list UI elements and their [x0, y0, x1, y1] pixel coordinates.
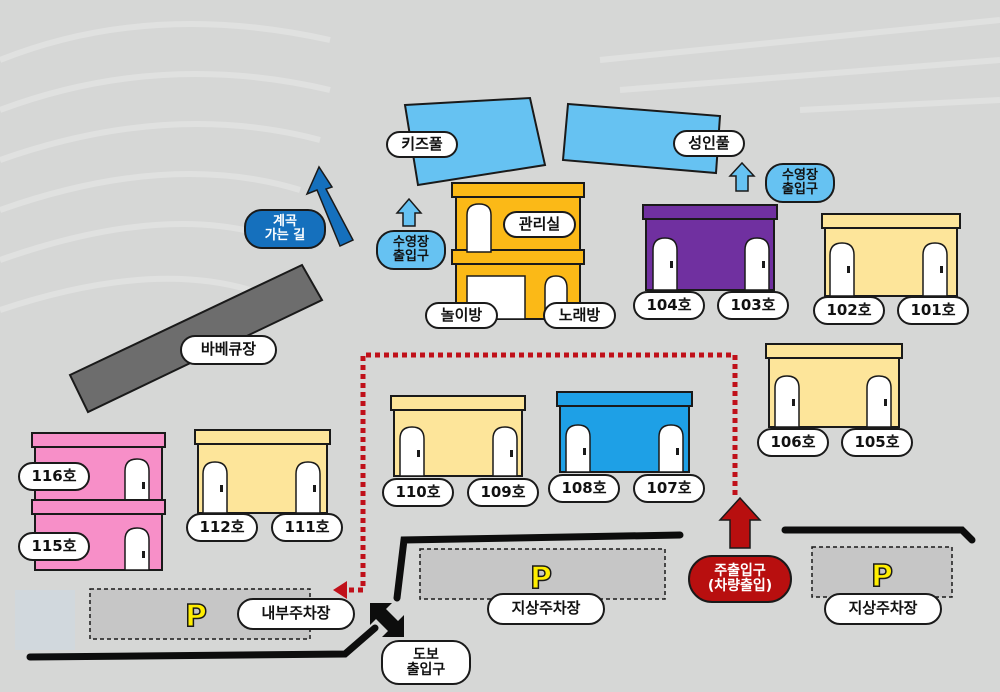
adult-pool-label: 성인풀	[673, 130, 745, 157]
main-entrance-label: 주출입구 (차량출입)	[688, 555, 792, 603]
valley-path-arrow-icon	[305, 165, 355, 248]
room-label: 104호	[633, 291, 705, 320]
room-building	[642, 204, 778, 291]
building-roof	[390, 395, 526, 411]
door-icon	[295, 461, 321, 514]
ground-parking-label: 지상주차장	[487, 593, 605, 625]
door-icon	[744, 237, 770, 291]
ground-parking-label: 지상주차장	[824, 593, 942, 625]
door-handle-icon	[417, 450, 420, 457]
building-roof	[821, 213, 961, 229]
room-label: 110호	[382, 478, 454, 507]
kids-pool-label: 키즈풀	[386, 131, 458, 158]
door-handle-icon	[142, 551, 145, 558]
room-label: 106호	[757, 428, 829, 457]
door-icon	[774, 375, 800, 428]
office-label: 관리실	[503, 211, 576, 238]
room-label: 103호	[717, 291, 789, 320]
door-handle-icon	[313, 485, 316, 492]
bbq-label: 바베큐장	[180, 335, 277, 365]
room-label: 112호	[186, 513, 258, 542]
room-label: 105호	[841, 428, 913, 457]
door-icon	[202, 461, 228, 514]
background-patch	[15, 590, 75, 650]
playroom-label: 놀이방	[425, 302, 498, 329]
inner-parking-label: 내부주차장	[237, 598, 355, 630]
building-roof	[31, 432, 166, 448]
door-icon	[124, 527, 150, 571]
room-label: 115호	[18, 532, 90, 561]
door-icon	[866, 375, 892, 428]
building-roof	[194, 429, 331, 445]
parking-p-icon: P	[185, 599, 207, 634]
room-label: 116호	[18, 462, 90, 491]
door-icon	[829, 242, 855, 297]
room-building	[194, 429, 331, 514]
pool-entrance-arrow-icon	[728, 161, 756, 192]
door-handle-icon	[940, 266, 943, 273]
room-building	[390, 395, 526, 477]
room-label: 102호	[813, 296, 885, 325]
door-handle-icon	[220, 485, 223, 492]
room-label: 107호	[633, 474, 705, 503]
door-icon	[492, 426, 518, 477]
room-building	[765, 343, 903, 428]
walk-entrance-label: 도보 출입구	[381, 640, 471, 685]
door-handle-icon	[510, 450, 513, 457]
pool-entrance-label: 수영장 출입구	[376, 230, 446, 270]
parking-p-icon: P	[530, 561, 552, 596]
road	[26, 526, 976, 661]
door-icon	[466, 203, 492, 253]
building-roof	[642, 204, 778, 220]
route-arrow-icon	[333, 581, 347, 599]
main-entrance-arrow-icon	[718, 496, 762, 549]
room-label: 108호	[548, 474, 620, 503]
door-icon	[922, 242, 948, 297]
background-terrain	[0, 17, 1000, 313]
door-icon	[565, 424, 591, 473]
valley-path-label: 계곡 가는 길	[244, 209, 326, 249]
vehicle-route	[345, 352, 738, 593]
door-icon	[124, 458, 150, 502]
kids-pool-area	[403, 96, 547, 187]
ground-parking-lot-1	[419, 548, 666, 600]
building-roof	[556, 391, 693, 407]
door-icon	[399, 426, 425, 477]
door-handle-icon	[884, 399, 887, 406]
room-building	[821, 213, 961, 297]
room-label: 109호	[467, 478, 539, 507]
pool-entrance-label: 수영장 출입구	[765, 163, 835, 203]
walk-entrance-arrow-icon	[370, 603, 404, 637]
karaoke-label: 노래방	[543, 302, 616, 329]
room-building	[556, 391, 693, 473]
door-handle-icon	[583, 448, 586, 455]
door-handle-icon	[847, 266, 850, 273]
door-icon	[658, 424, 684, 473]
parking-p-icon: P	[871, 559, 893, 594]
door-handle-icon	[792, 399, 795, 406]
door-handle-icon	[670, 261, 673, 268]
building-roof	[31, 499, 166, 515]
building-roof	[765, 343, 903, 359]
room-label: 101호	[897, 296, 969, 325]
door-icon	[652, 237, 678, 291]
door-handle-icon	[142, 482, 145, 489]
door-handle-icon	[762, 261, 765, 268]
room-label: 111호	[271, 513, 343, 542]
door-handle-icon	[676, 448, 679, 455]
pool-entrance-arrow-icon	[395, 197, 423, 227]
